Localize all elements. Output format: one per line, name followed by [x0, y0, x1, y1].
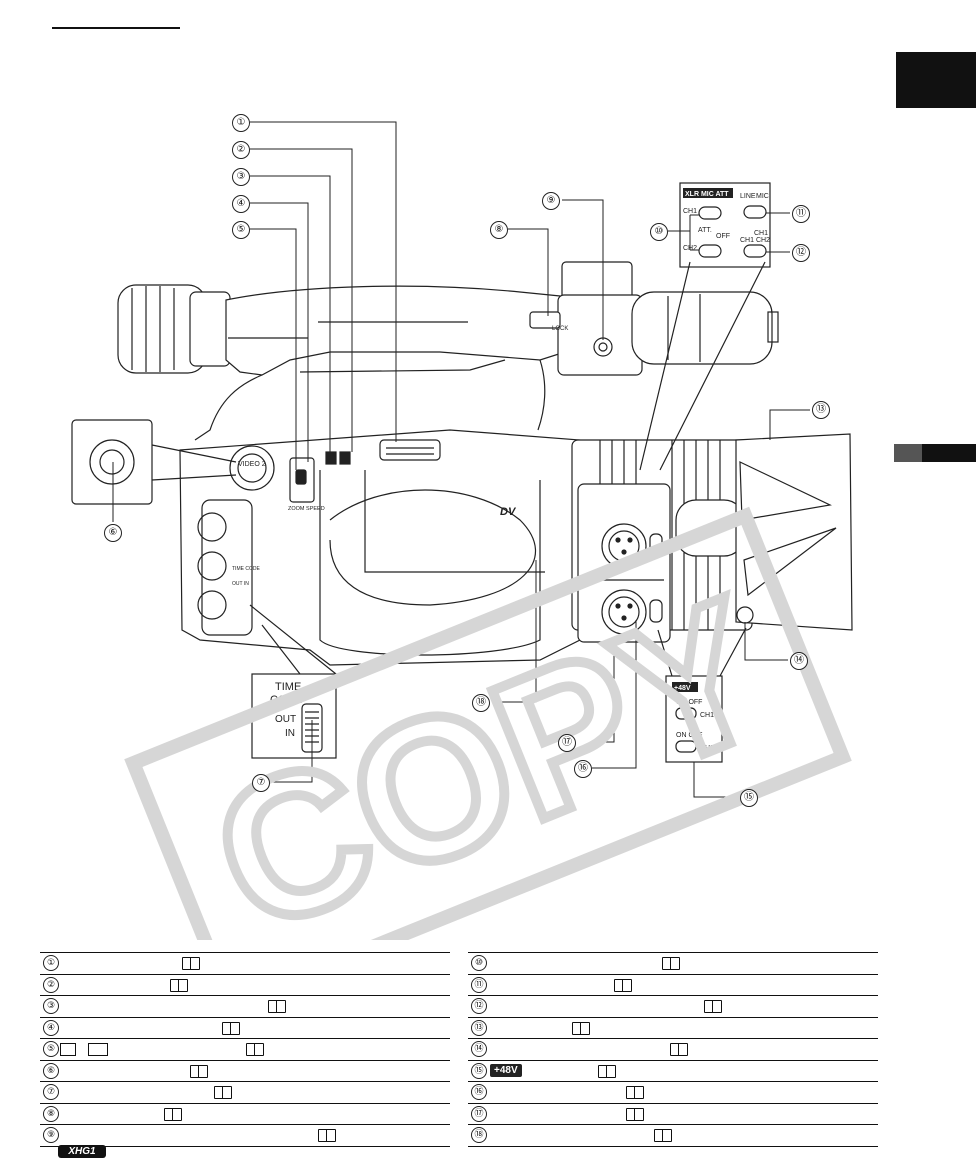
on-off-2-label: ON OFF: [676, 732, 702, 739]
callout-1: ①: [232, 114, 250, 132]
outin-small-label: OUT IN: [232, 581, 249, 587]
att-label: ATT.: [698, 227, 712, 234]
callout-3: ③: [232, 168, 250, 186]
callout-13: ⑬: [812, 401, 830, 419]
table-row: ⑫: [468, 995, 878, 1017]
table-row: ⑥: [40, 1059, 450, 1082]
parts-table-left: ① ② ③ ④ ⑤ ⑥ ⑦ ⑧ ⑨: [40, 952, 450, 1147]
table-row: ⑨: [40, 1124, 450, 1147]
tc-out-label: OUT: [275, 714, 296, 725]
section-tab-dark: [922, 444, 976, 462]
video2-label: VIDEO 2: [238, 461, 266, 468]
ch2-48v-label: CH2: [700, 745, 714, 752]
book-icon: [572, 1021, 590, 1035]
table-row: ⑯: [468, 1081, 878, 1103]
callout-6: ⑥: [104, 524, 122, 542]
inset-detail-6: [71, 419, 237, 505]
book-icon: [626, 1086, 644, 1099]
leader-lines: [112, 121, 810, 798]
phantom-inset-labels: +48V ON OFF CH1 ON OFF CH2: [672, 682, 714, 752]
callout-15: ⑮: [740, 789, 758, 807]
book-icon: [654, 1129, 672, 1142]
ch1-label: CH1: [683, 208, 697, 215]
timecode-small-label: TIME CODE: [232, 566, 260, 572]
table-row: ⑱: [468, 1124, 878, 1147]
chapter-tab: [896, 52, 976, 108]
callout-14: ⑭: [790, 652, 808, 670]
book-icon: [626, 1107, 644, 1121]
xlr-mic-att-label: XLR MIC ATT: [685, 191, 729, 198]
book-icon: [214, 1086, 232, 1099]
camcorder-diagram: VIDEO 2 ZOOM SPEED LOCK DV TIME CODE OUT…: [71, 121, 853, 940]
book-icon: [670, 1043, 688, 1056]
callout-12: ⑫: [792, 244, 810, 262]
book-icon: [318, 1129, 336, 1142]
book-icon: [268, 1000, 286, 1013]
book-icon: [222, 1021, 240, 1035]
phantom-power-inset: [657, 627, 747, 763]
table-row: ①: [40, 952, 450, 974]
callout-5: ⑤: [232, 221, 250, 239]
microphone-holder: [529, 261, 779, 376]
table-row: ⑦: [40, 1081, 450, 1103]
callout-9: ⑨: [542, 192, 560, 210]
callout-7: ⑦: [252, 774, 270, 792]
callout-18: ⑱: [472, 694, 490, 712]
table-row: ②: [40, 973, 450, 996]
phantom-badge: +48V: [674, 685, 691, 692]
on-off-1-label: ON OFF: [676, 699, 702, 706]
book-icon: [614, 978, 632, 992]
section-tab-gray: [894, 444, 922, 462]
book-icon: [182, 957, 200, 970]
table-row: ⑩: [468, 952, 878, 974]
table-row: ⑰: [468, 1102, 878, 1125]
table-row: ④: [40, 1016, 450, 1039]
book-icon: [598, 1064, 616, 1078]
card-icon: [60, 1043, 76, 1056]
tc-in-label: IN: [285, 728, 295, 739]
ch2-label: CH2: [683, 245, 697, 252]
book-icon: [164, 1107, 182, 1121]
off-label: OFF: [716, 233, 730, 240]
book-icon: [190, 1064, 208, 1078]
model-badge: XHG1: [58, 1145, 106, 1158]
callout-2: ②: [232, 141, 250, 159]
book-icon: [704, 1000, 722, 1013]
carrying-handle: [194, 285, 571, 441]
callout-16: ⑯: [574, 760, 592, 778]
tape-icon: [88, 1043, 108, 1056]
callout-8: ⑧: [490, 221, 508, 239]
camera-labels: VIDEO 2 ZOOM SPEED LOCK DV TIME CODE OUT…: [232, 326, 568, 587]
camera-body: [179, 429, 581, 666]
callout-4: ④: [232, 195, 250, 213]
book-icon: [246, 1043, 264, 1056]
book-icon: [662, 957, 680, 970]
switch-inset-labels: XLR MIC ATT CH1 CH2 ATT. OFF LINE MIC CH…: [683, 188, 770, 252]
mic-label: MIC: [756, 193, 769, 200]
line-label: LINE: [740, 193, 756, 200]
ch1-top-label: CH1: [754, 230, 768, 237]
minidv-logo: DV: [500, 506, 517, 518]
table-row: ⑤: [40, 1038, 450, 1060]
callout-11: ⑪: [792, 205, 810, 223]
phantom-48v-badge: +48V: [490, 1063, 522, 1077]
viewfinder-eyecup: [117, 284, 231, 374]
callout-10: ⑩: [650, 223, 668, 241]
parts-table-right: ⑩ ⑪ ⑫ ⑬ ⑭ ⑮+48V ⑯ ⑰ ⑱: [468, 952, 878, 1147]
table-row: ③: [40, 995, 450, 1017]
table-row: ⑬: [468, 1016, 878, 1039]
tc-time-label: TIME: [275, 681, 301, 693]
ch1-ch2-label: CH1 CH2: [740, 237, 770, 244]
book-icon: [170, 978, 188, 992]
table-row: ⑧: [40, 1102, 450, 1125]
header-rule: [52, 27, 180, 29]
table-row: ⑮+48V: [468, 1059, 878, 1082]
zoom-speed-label: ZOOM SPEED: [288, 506, 325, 512]
table-row: ⑭: [468, 1038, 878, 1060]
ch1-48v-label: CH1: [700, 712, 714, 719]
callout-17: ⑰: [558, 734, 576, 752]
lock-label: LOCK: [552, 326, 568, 332]
table-row: ⑪: [468, 973, 878, 996]
